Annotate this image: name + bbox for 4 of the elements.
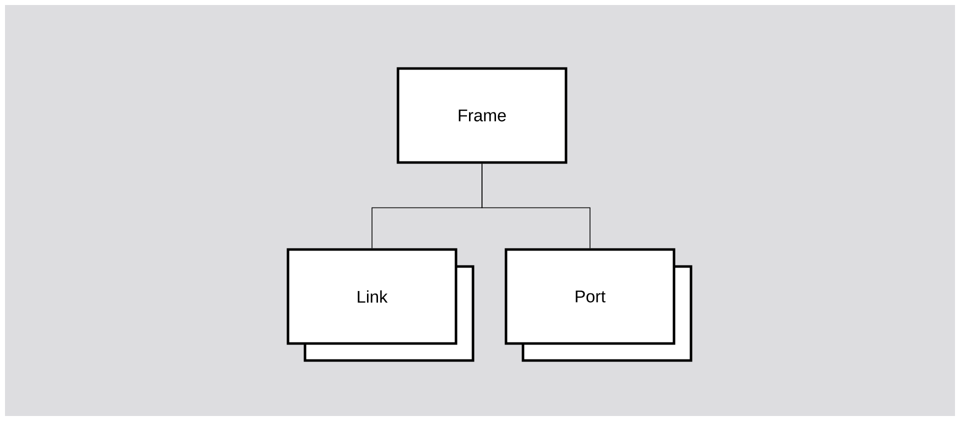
connector-line	[482, 163, 590, 249]
stacked-box: Link	[286, 248, 474, 362]
box: Frame	[396, 67, 568, 164]
stacked-box: Port	[504, 248, 692, 362]
